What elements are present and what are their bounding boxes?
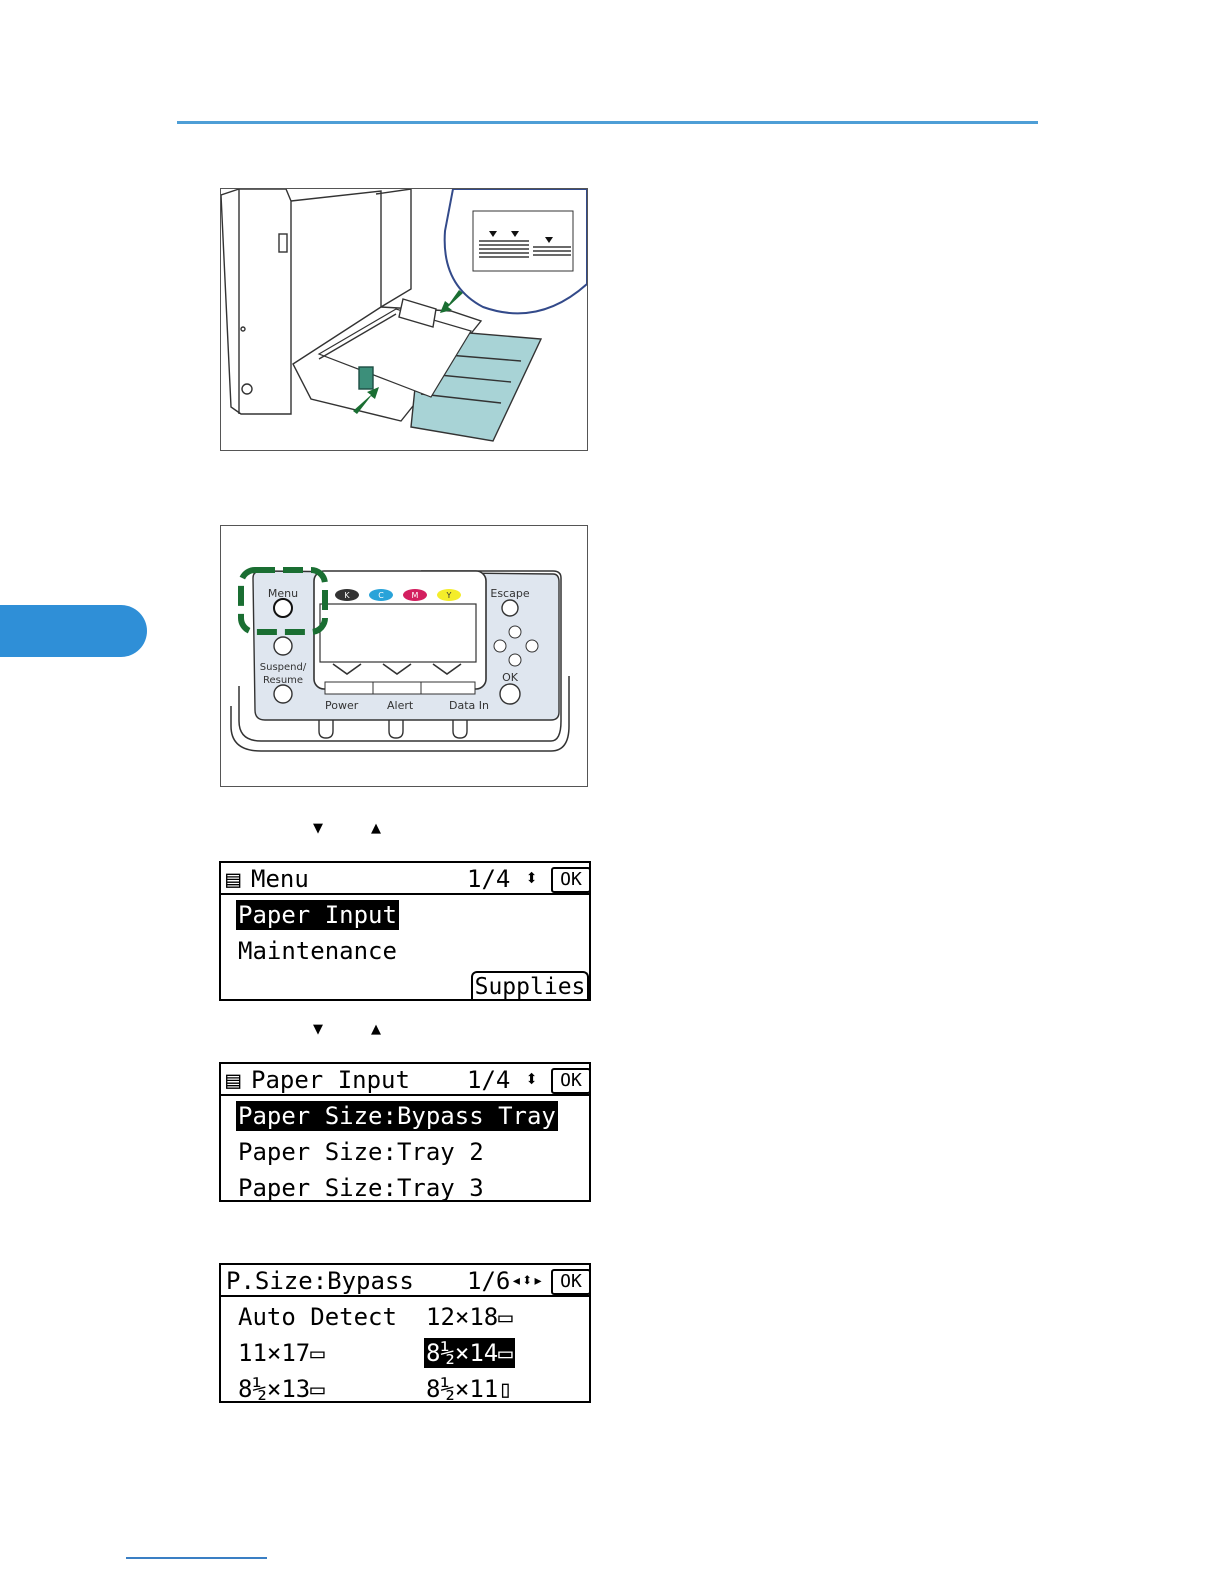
lcd-title-bar: ▤ Menu 1/4 ⬍ OK [221, 863, 589, 895]
lcd-screen-paper-input: ▤ Paper Input 1/4 ⬍ OK Paper Size:Bypass… [219, 1062, 591, 1202]
size-option-11x17[interactable]: 11×17▭ [236, 1338, 327, 1368]
bypass-tray-drawing [221, 189, 587, 450]
up-down-icon: ⬍ [525, 865, 538, 893]
color-y-label: Y [446, 591, 452, 600]
size-label: 8½×13 [238, 1375, 310, 1403]
menu-item-paper-input[interactable]: Paper Input [236, 900, 399, 930]
four-way-arrow-icon: ◂⬍▸ [511, 1267, 544, 1295]
size-option-8-5x11[interactable]: 8½×11▯ [424, 1374, 515, 1404]
supplies-button[interactable]: Supplies [471, 971, 589, 999]
size-option-auto-detect[interactable]: Auto Detect [236, 1302, 399, 1332]
ok-key-icon[interactable]: OK [551, 1269, 591, 1295]
arrow-keys-hint-2: ▼ ▲ [313, 1022, 393, 1036]
lcd-screen-paper-size-bypass: P.Size:Bypass 1/6 ◂⬍▸ OK Auto Detect 12×… [219, 1263, 591, 1403]
size-label: 8½×14 [426, 1339, 498, 1367]
header-rule [177, 121, 1038, 124]
size-label: 12×18 [426, 1303, 498, 1331]
alert-label: Alert [387, 699, 414, 712]
lcd-title: Paper Input [251, 1066, 410, 1094]
chapter-tab [0, 605, 147, 657]
menu-item-maintenance[interactable]: Maintenance [236, 936, 399, 966]
data-in-label: Data In [449, 699, 489, 712]
landscape-paper-icon: ▭ [498, 1339, 512, 1367]
ok-key-icon[interactable]: OK [551, 1068, 591, 1094]
suspend-label: Suspend/ [260, 662, 307, 673]
power-label: Power [325, 699, 359, 712]
portrait-paper-icon: ▯ [498, 1375, 512, 1403]
color-k-label: K [344, 591, 350, 600]
down-arrow-icon: ▼ [313, 1022, 323, 1037]
bypass-tray-illustration [220, 188, 588, 451]
color-m-label: M [412, 591, 419, 600]
escape-key-label: Escape [490, 587, 529, 600]
lcd-page-indicator: 1/4 [467, 865, 510, 893]
color-c-label: C [378, 591, 384, 600]
up-arrow-icon: ▲ [371, 1022, 381, 1037]
landscape-paper-icon: ▭ [310, 1339, 324, 1367]
menu-list-icon: ▤ [226, 1066, 240, 1094]
lcd-page-indicator: 1/6 [467, 1267, 510, 1295]
control-panel-illustration: K C M Y Power Alert Data In Menu Suspend… [220, 525, 588, 787]
size-option-12x18[interactable]: 12×18▭ [424, 1302, 515, 1332]
size-option-8-5x13[interactable]: 8½×13▭ [236, 1374, 327, 1404]
up-arrow-icon: ▲ [371, 821, 381, 836]
lcd-title-bar: P.Size:Bypass 1/6 ◂⬍▸ OK [221, 1265, 589, 1297]
landscape-paper-icon: ▭ [310, 1375, 324, 1403]
lcd-screen-menu: ▤ Menu 1/4 ⬍ OK Paper Input Maintenance … [219, 861, 591, 1001]
menu-item-paper-size-tray2[interactable]: Paper Size:Tray 2 [236, 1137, 486, 1167]
ok-key-label: OK [502, 671, 519, 684]
lcd-page-indicator: 1/4 [467, 1066, 510, 1094]
up-down-icon: ⬍ [525, 1066, 538, 1094]
ok-key-icon[interactable]: OK [551, 867, 591, 893]
menu-item-paper-size-bypass[interactable]: Paper Size:Bypass Tray [236, 1101, 558, 1131]
size-label: 11×17 [238, 1339, 310, 1367]
lcd-title-bar: ▤ Paper Input 1/4 ⬍ OK [221, 1064, 589, 1096]
menu-item-paper-size-tray3[interactable]: Paper Size:Tray 3 [236, 1173, 486, 1203]
size-label: 8½×11 [426, 1375, 498, 1403]
landscape-paper-icon: ▭ [498, 1303, 512, 1331]
lcd-title: P.Size:Bypass [226, 1267, 414, 1295]
down-arrow-icon: ▼ [313, 821, 323, 836]
size-option-8-5x14[interactable]: 8½×14▭ [424, 1338, 515, 1368]
menu-list-icon: ▤ [226, 865, 240, 893]
footer-rule [126, 1557, 267, 1559]
arrow-keys-hint: ▼ ▲ [313, 821, 393, 835]
lcd-title: Menu [251, 865, 309, 893]
control-panel-drawing: K C M Y Power Alert Data In Menu Suspend… [221, 526, 587, 786]
